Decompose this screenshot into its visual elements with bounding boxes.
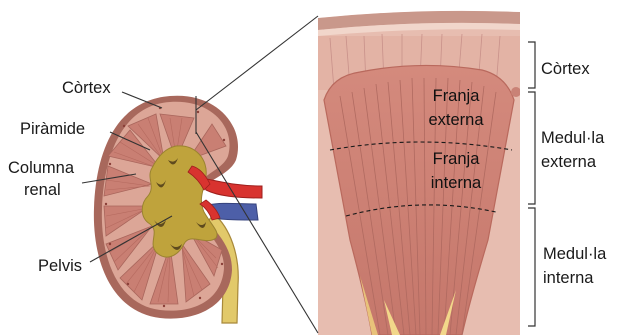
label-cortex: Còrtex [62, 79, 111, 98]
label-renal-column-line1: Columna [8, 159, 74, 178]
label-pyramid: Piràmide [20, 120, 85, 139]
zoom-line-top [196, 16, 318, 110]
label-outer-medulla-line1: Medul·la [541, 129, 604, 148]
label-inner-stripe-line1: Franja [421, 150, 491, 169]
label-inner-medulla-line2: interna [543, 269, 593, 288]
label-outer-medulla-line2: externa [541, 153, 596, 172]
label-outer-stripe-line1: Franja [421, 87, 491, 106]
label-renal-column-line2: renal [24, 181, 61, 200]
label-outer-stripe-line2: externa [421, 111, 491, 130]
label-bracket-cortex: Còrtex [541, 60, 590, 79]
bracket-cortex [528, 42, 535, 88]
bracket-inner-medulla [528, 208, 535, 326]
brackets [528, 42, 535, 326]
label-pelvis: Pelvis [38, 257, 82, 276]
label-inner-stripe-line2: interna [421, 174, 491, 193]
kidney-cross-section [94, 96, 262, 323]
bracket-outer-medulla [528, 92, 535, 204]
label-inner-medulla-line1: Medul·la [543, 245, 606, 264]
renal-artery [200, 178, 262, 198]
